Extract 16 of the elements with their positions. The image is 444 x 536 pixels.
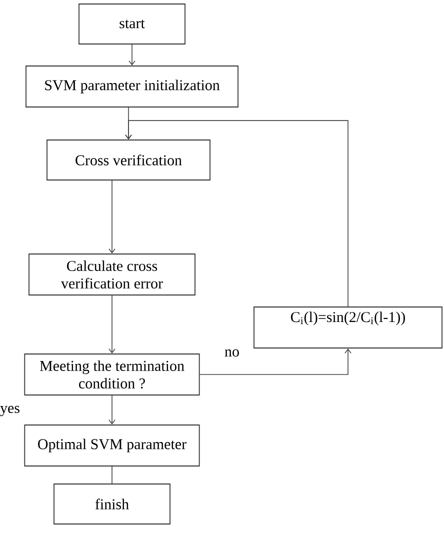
arrow bbox=[128, 44, 136, 66]
process-box: SVM parameter initialization bbox=[26, 66, 238, 108]
process-box: Calculate cross verification error bbox=[28, 254, 196, 296]
process-box: Optimal SVM parameter bbox=[24, 424, 200, 466]
arrow bbox=[108, 295, 116, 354]
branch-label: yes bbox=[0, 406, 20, 416]
decision-box: Meeting the termination condition ? bbox=[24, 354, 200, 396]
edge-label: no bbox=[224, 348, 240, 358]
arrow bbox=[199, 348, 352, 375]
arrow bbox=[108, 180, 116, 254]
terminal-box: start bbox=[78, 4, 186, 44]
process-box: Cross verification bbox=[46, 140, 210, 180]
arrow bbox=[125, 120, 348, 307]
process-box: C$_{i}$(l)=sin(2/C$_{i}$(l-1)) bbox=[254, 306, 442, 348]
arrow bbox=[108, 395, 116, 425]
terminal-box: finish bbox=[54, 484, 170, 524]
